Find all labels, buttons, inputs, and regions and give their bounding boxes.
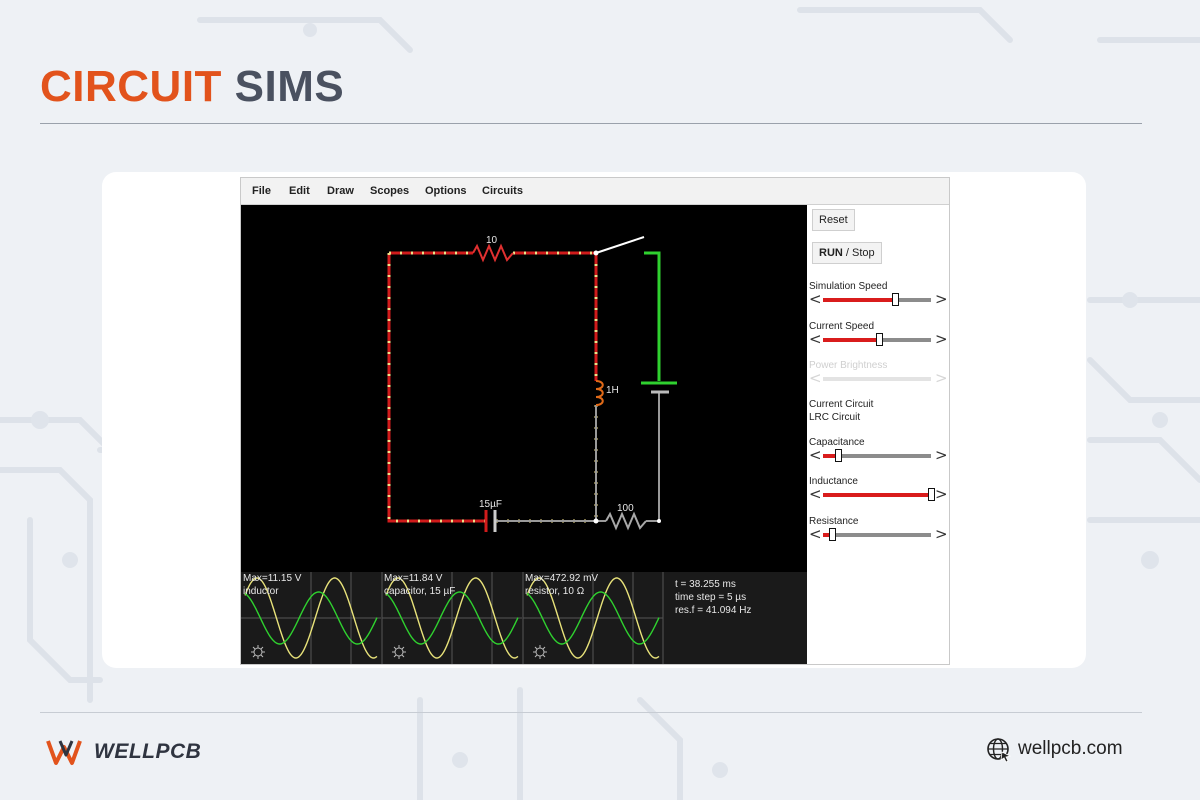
reset-button[interactable]: Reset: [812, 209, 855, 231]
increase-arrow-icon[interactable]: >: [935, 446, 948, 464]
source-wire: [644, 251, 661, 381]
circuit-drawing[interactable]: 10 1H 15µF 100: [241, 205, 807, 664]
wires-active: [387, 251, 598, 523]
circuit-canvas[interactable]: 10 1H 15µF 100: [241, 205, 807, 664]
increase-arrow-icon[interactable]: >: [935, 290, 948, 308]
header-divider: [40, 123, 1142, 124]
scope3-voltage-trace: [526, 577, 660, 659]
label-resistor-top: 10: [486, 235, 498, 246]
stat-resonant-frequency: res.f = 41.094 Hz: [675, 605, 752, 616]
junctions: [593, 518, 661, 524]
label-capacitor: 15µF: [479, 499, 502, 510]
footer-divider: [40, 712, 1142, 713]
decrease-arrow-icon[interactable]: <: [809, 330, 822, 348]
slider-label-resistance: Resistance: [809, 516, 859, 527]
slider-label-power-brightness: Power Brightness: [809, 360, 888, 371]
scope2-voltage-trace: [385, 577, 519, 659]
increase-arrow-icon: >: [935, 369, 948, 387]
increase-arrow-icon[interactable]: >: [935, 525, 948, 543]
menu-scopes[interactable]: Scopes: [370, 185, 410, 197]
current-speed-slider[interactable]: <>: [807, 330, 948, 348]
slider-label-capacitance: Capacitance: [809, 437, 865, 448]
wires-idle: [496, 392, 660, 522]
run-stop-button[interactable]: RUN / Stop: [812, 242, 882, 264]
scope2-max: Max=11.84 V: [384, 573, 443, 584]
scope3-name: resistor, 10 Ω: [525, 586, 585, 597]
decrease-arrow-icon: <: [809, 369, 822, 387]
control-panel: Reset RUN / Stop Simulation Speed <> Cur…: [807, 205, 949, 664]
simulation-speed-slider[interactable]: <>: [807, 290, 948, 308]
title-word-sims: SIMS: [234, 62, 345, 111]
inductor[interactable]: [595, 380, 604, 406]
scope2-gear-icon: [392, 645, 406, 659]
scope-settings-icons[interactable]: [251, 645, 547, 659]
decrease-arrow-icon[interactable]: <: [809, 485, 822, 503]
scope2-name: capacitor, 15 µF: [384, 586, 456, 597]
reset-label: Reset: [819, 214, 848, 226]
globe-icon: [987, 738, 1012, 763]
capacitance-slider[interactable]: <>: [807, 446, 948, 464]
switch[interactable]: [595, 236, 645, 254]
run-label: RUN: [819, 247, 843, 259]
title-word-circuit: CIRCUIT: [40, 62, 222, 111]
resistor-top[interactable]: [472, 243, 514, 263]
scope-grid: [241, 572, 664, 664]
scope1-voltage-trace: [244, 577, 378, 659]
website-link[interactable]: wellpcb.com: [1018, 738, 1123, 759]
stop-label: / Stop: [842, 247, 875, 259]
label-resistor-bottom: 100: [617, 503, 634, 514]
label-inductor: 1H: [606, 385, 619, 396]
scope1-gear-icon: [251, 645, 265, 659]
menu-draw[interactable]: Draw: [327, 185, 354, 197]
menu-bar: File Edit Draw Scopes Options Circuits: [241, 178, 949, 205]
scope3-max: Max=472.92 mV: [525, 573, 599, 584]
stat-time: t = 38.255 ms: [675, 579, 736, 590]
scope3-current-trace: [526, 591, 660, 645]
scope3-gear-icon: [533, 645, 547, 659]
slider-label-simulation-speed: Simulation Speed: [809, 281, 888, 292]
scope1-current-trace: [244, 591, 378, 645]
scope2-current-trace: [385, 591, 519, 645]
menu-edit[interactable]: Edit: [289, 185, 310, 197]
decrease-arrow-icon[interactable]: <: [809, 525, 822, 543]
resistor-bottom[interactable]: [605, 511, 647, 531]
increase-arrow-icon[interactable]: >: [935, 485, 948, 503]
scope1-name: inductor: [243, 586, 279, 597]
wellpcb-logo-icon: [46, 740, 82, 765]
slider-label-current-speed: Current Speed: [809, 321, 875, 332]
brand-name: WELLPCB: [94, 740, 202, 763]
menu-options[interactable]: Options: [425, 185, 467, 197]
menu-file[interactable]: File: [252, 185, 271, 197]
page-title: CIRCUIT SIMS: [40, 62, 344, 112]
scope-traces: [244, 577, 660, 659]
stat-timestep: time step = 5 µs: [675, 592, 747, 603]
decrease-arrow-icon[interactable]: <: [809, 290, 822, 308]
circuit-simulator-window: File Edit Draw Scopes Options Circuits: [240, 177, 950, 665]
increase-arrow-icon[interactable]: >: [935, 330, 948, 348]
current-circuit-name: LRC Circuit: [809, 412, 861, 423]
resistance-slider[interactable]: <>: [807, 525, 948, 543]
current-dots: [387, 251, 606, 523]
power-brightness-slider: <>: [807, 369, 948, 387]
inductance-slider[interactable]: <>: [807, 485, 948, 503]
scope1-max: Max=11.15 V: [243, 573, 302, 584]
decrease-arrow-icon[interactable]: <: [809, 446, 822, 464]
slider-label-inductance: Inductance: [809, 476, 858, 487]
menu-circuits[interactable]: Circuits: [482, 185, 523, 197]
current-circuit-heading: Current Circuit: [809, 399, 874, 410]
